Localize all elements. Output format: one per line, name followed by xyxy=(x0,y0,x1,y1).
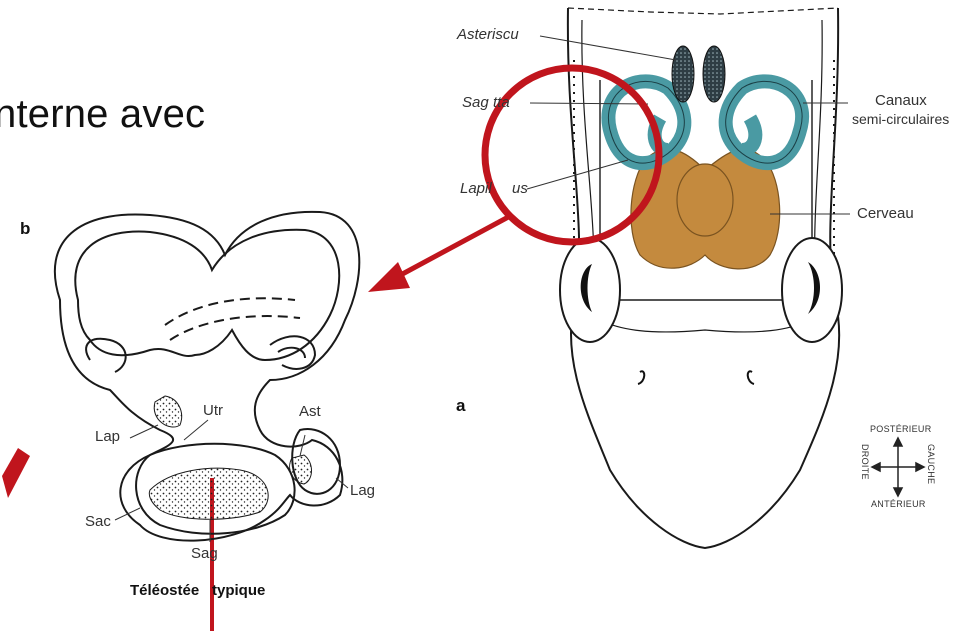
right-eye xyxy=(782,238,842,342)
sagitta-otolith xyxy=(149,468,268,519)
panel-a-letter: a xyxy=(456,396,465,416)
label-lag: Lag xyxy=(350,482,375,499)
caption-typique: typique xyxy=(212,582,265,599)
asteriscus-right xyxy=(703,46,725,102)
compass-anterieur: ANTÉRIEUR xyxy=(871,499,926,509)
left-nostril xyxy=(638,371,644,384)
left-edge-arrow xyxy=(2,448,30,498)
right-nostril xyxy=(748,371,754,384)
label-semi-circulaires: semi-circulaires xyxy=(852,111,949,127)
label-asteriscus: Asteriscu xyxy=(457,26,519,43)
pointer-arrow xyxy=(368,215,512,292)
compass-droite: DROITE xyxy=(860,444,870,480)
compass-gauche: GAUCHE xyxy=(926,444,936,484)
label-ast: Ast xyxy=(299,403,321,420)
left-eye xyxy=(560,238,620,342)
label-utr: Utr xyxy=(203,402,223,419)
caption-teleostee: Téléostée xyxy=(130,582,199,599)
asteriscus-left xyxy=(672,46,694,102)
label-sac: Sac xyxy=(85,513,111,530)
compass-posterieur: POSTÉRIEUR xyxy=(870,424,932,434)
label-sag: Sag xyxy=(191,545,218,562)
label-lap: Lap xyxy=(95,428,120,445)
label-sagitta-part2: tta xyxy=(493,94,510,111)
orientation-compass xyxy=(872,438,924,496)
slide-heading: nterne avec xyxy=(0,92,205,137)
label-canaux: Canaux xyxy=(875,92,927,109)
label-lapillus-part1: Lapil xyxy=(460,180,492,197)
lapillus-otolith xyxy=(154,396,181,427)
label-cerveau: Cerveau xyxy=(857,205,914,222)
label-sagitta-part1: Sag xyxy=(462,94,489,111)
panel-b-letter: b xyxy=(20,219,30,239)
label-lapillus-part2: us xyxy=(512,180,528,197)
